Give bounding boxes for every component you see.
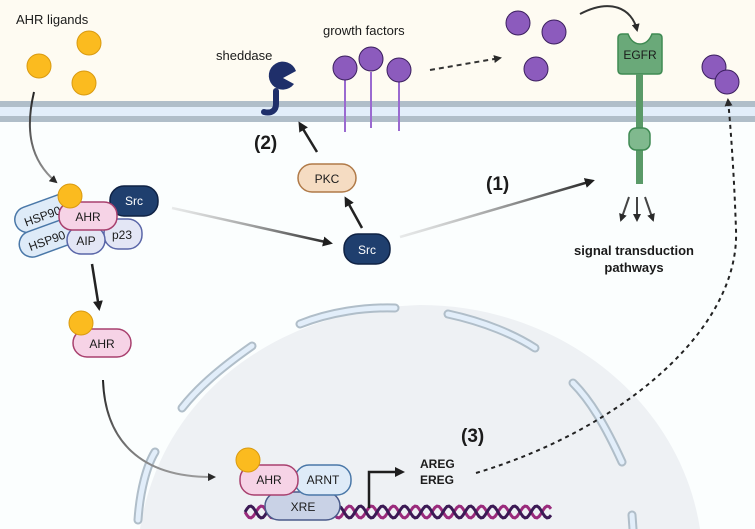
growth-factor xyxy=(358,46,384,72)
aip-label: AIP xyxy=(76,234,95,248)
src-to-pkc-arrow xyxy=(344,196,364,229)
shedding-arrow xyxy=(429,55,502,71)
ligand xyxy=(71,70,97,96)
ahr-free-node xyxy=(72,328,132,358)
signal-label-line1: signal transduction xyxy=(574,243,694,258)
step-2-label: (2) xyxy=(254,133,277,154)
growth-factor-dimer xyxy=(701,54,740,95)
ahr-chaperone-complex: HSP90 HSP90 p23 AIP Src AHR xyxy=(14,183,159,258)
pkc-node xyxy=(297,163,357,193)
egfr-label: EGFR xyxy=(623,48,657,62)
ligand xyxy=(57,183,83,209)
ligand xyxy=(68,310,94,336)
src-label: Src xyxy=(358,243,376,257)
arnt-label: ARNT xyxy=(307,473,340,487)
ligand-entry-arrow xyxy=(28,91,58,184)
ahr-free-label: AHR xyxy=(89,337,115,351)
free-growth-factors xyxy=(505,10,567,82)
secretion-feedback-arrow xyxy=(475,98,738,474)
dissociation-arrow xyxy=(90,263,103,311)
transcription-arrow xyxy=(367,467,405,508)
growth-factor xyxy=(332,55,358,81)
p23-label: p23 xyxy=(112,228,132,242)
binding-arrow xyxy=(579,5,640,32)
ahr-complex-node xyxy=(58,201,118,231)
growth-factor xyxy=(386,57,412,83)
ahr-nuclear-label: AHR xyxy=(256,473,282,487)
membrane-growth-factors xyxy=(332,46,412,132)
ahr-ligands-label: AHR ligands xyxy=(16,12,89,27)
growth-factors-label: growth factors xyxy=(323,23,405,38)
pkc-to-sheddase-arrow xyxy=(298,121,319,153)
signal-arrows xyxy=(619,196,655,222)
src-complex-node xyxy=(109,185,159,217)
growth-factor xyxy=(541,19,567,45)
step-3-label: (3) xyxy=(461,426,484,447)
growth-factor xyxy=(523,56,549,82)
ligand xyxy=(76,30,102,56)
signal-label-line2: pathways xyxy=(604,260,663,275)
sheddase-label: sheddase xyxy=(216,48,272,63)
areg-label: AREG xyxy=(420,457,455,471)
ligand xyxy=(26,53,52,79)
ligand xyxy=(235,447,261,473)
ahr-complex-label: AHR xyxy=(75,210,101,224)
xre-label: XRE xyxy=(291,500,316,514)
nuclear-translocation-arrow xyxy=(102,379,216,482)
complex-to-src-arrow xyxy=(171,206,333,247)
ahr-nuclear-node xyxy=(239,464,299,496)
src-node xyxy=(343,233,391,265)
plasma-membrane xyxy=(0,101,755,122)
ahr-arnt-xre-complex: XRE ARNT AHR xyxy=(235,447,352,521)
growth-factor xyxy=(505,10,531,36)
sheddase-icon xyxy=(261,61,296,116)
src-to-egfr-arrow xyxy=(399,178,595,239)
ahr-ligands xyxy=(26,30,102,96)
pkc-label: PKC xyxy=(315,172,340,186)
egfr-receptor xyxy=(617,33,663,184)
step-1-label: (1) xyxy=(486,174,509,195)
src-complex-label: Src xyxy=(125,194,143,208)
ereg-label: EREG xyxy=(420,473,454,487)
